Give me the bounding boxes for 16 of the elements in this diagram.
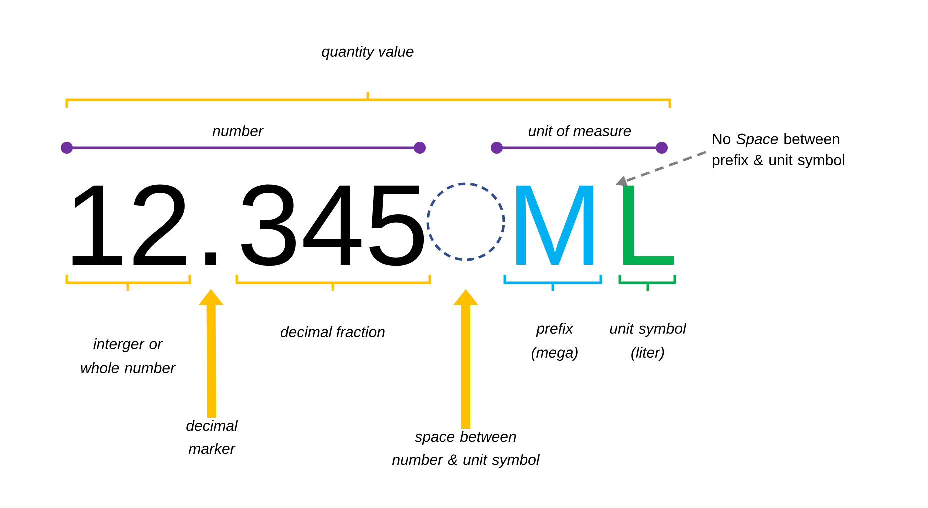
callout-text: decimal marker bbox=[186, 420, 238, 454]
numeral-character: 345 bbox=[241, 184, 424, 266]
annotation-label: prefix (mega) bbox=[532, 323, 578, 361]
numeral-character: 12 bbox=[72, 184, 186, 265]
numeral-character: L bbox=[623, 186, 674, 265]
annotation-label: decimal fraction bbox=[281, 326, 385, 338]
note-text: No Space between prefix & unit symbol bbox=[712, 134, 844, 168]
dashed-circle bbox=[426, 182, 506, 262]
annotation-label: unit symbol (liter) bbox=[610, 323, 687, 361]
annotation-label: number bbox=[212, 126, 264, 136]
annotation-label: quantity value bbox=[322, 46, 414, 60]
numeral-character: . bbox=[206, 252, 216, 265]
numeral-character: M bbox=[516, 186, 594, 265]
annotation-label: interger or whole number bbox=[81, 338, 176, 374]
callout-text: space between number & unit symbol bbox=[392, 431, 540, 468]
annotation-label: unit of measure bbox=[528, 126, 632, 136]
